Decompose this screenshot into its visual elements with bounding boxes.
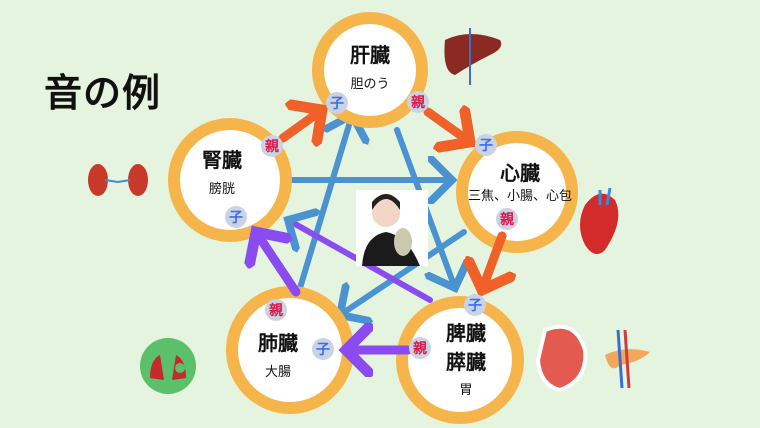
svg-text:子: 子 (479, 138, 493, 154)
pancreas-illustration-icon (605, 329, 650, 389)
spleen-label: 脾臓 (446, 321, 486, 345)
pancreas-label: 膵臓 (446, 350, 486, 374)
heart-sub-label: 三焦、小腸、心包 (468, 189, 572, 204)
heart-circle (456, 131, 578, 253)
kidney-circle (168, 118, 292, 242)
arrow-heart-to-lung (340, 229, 467, 315)
svg-text:親: 親 (269, 302, 283, 319)
spleen-illustration-icon (535, 324, 588, 393)
liver-illustration-icon (444, 28, 502, 85)
lung-illustration-icon (140, 338, 196, 394)
portrait-photo (356, 190, 428, 266)
lung-child-badge: 子 (312, 338, 334, 360)
arrow-liver-to-heart (423, 112, 470, 142)
arrow-kidney-to-liver (278, 110, 322, 138)
spleen-circle (396, 296, 524, 424)
liver-label: 肝臓 (350, 43, 390, 67)
arrow-lung-to-kidney (256, 232, 301, 297)
page-title: 音の例 (44, 71, 162, 115)
heart-label: 心臓 (500, 161, 540, 185)
svg-text:親: 親 (500, 211, 514, 228)
svg-text:子: 子 (330, 96, 344, 112)
svg-text:子: 子 (316, 342, 330, 358)
spleen-parent-badge: 親 (409, 337, 431, 359)
lung-sub-label: 大腸 (265, 365, 291, 380)
liver-sub-label: 胆のう (350, 77, 389, 92)
spleen-child-badge: 子 (464, 294, 486, 316)
spleen-sub-label: 胃 (459, 383, 472, 398)
svg-text:子: 子 (468, 298, 482, 314)
svg-text:親: 親 (413, 340, 427, 357)
lung-label: 肺臓 (258, 331, 298, 355)
arrow-heart-to-spleen (482, 231, 502, 290)
heart-parent-badge: 親 (496, 208, 518, 230)
svg-text:子: 子 (229, 210, 243, 226)
liver-child-badge: 子 (326, 92, 348, 114)
lung-parent-badge: 親 (265, 299, 287, 321)
kidney-illustration-icon (88, 164, 148, 196)
svg-text:親: 親 (265, 138, 279, 155)
kidney-sub-label: 膀胱 (209, 181, 235, 197)
liver-parent-badge: 親 (407, 91, 429, 113)
kidney-label: 腎臓 (202, 148, 242, 172)
heart-illustration-icon (580, 187, 619, 254)
heart-child-badge: 子 (475, 134, 497, 156)
badges: 子 親 子 親 親 子 親 子 子 親 (225, 91, 518, 360)
svg-text:親: 親 (411, 94, 425, 111)
arrow-lung-to-liver (297, 115, 352, 291)
kidney-child-badge: 子 (225, 206, 247, 228)
kidney-parent-badge: 親 (261, 135, 283, 157)
